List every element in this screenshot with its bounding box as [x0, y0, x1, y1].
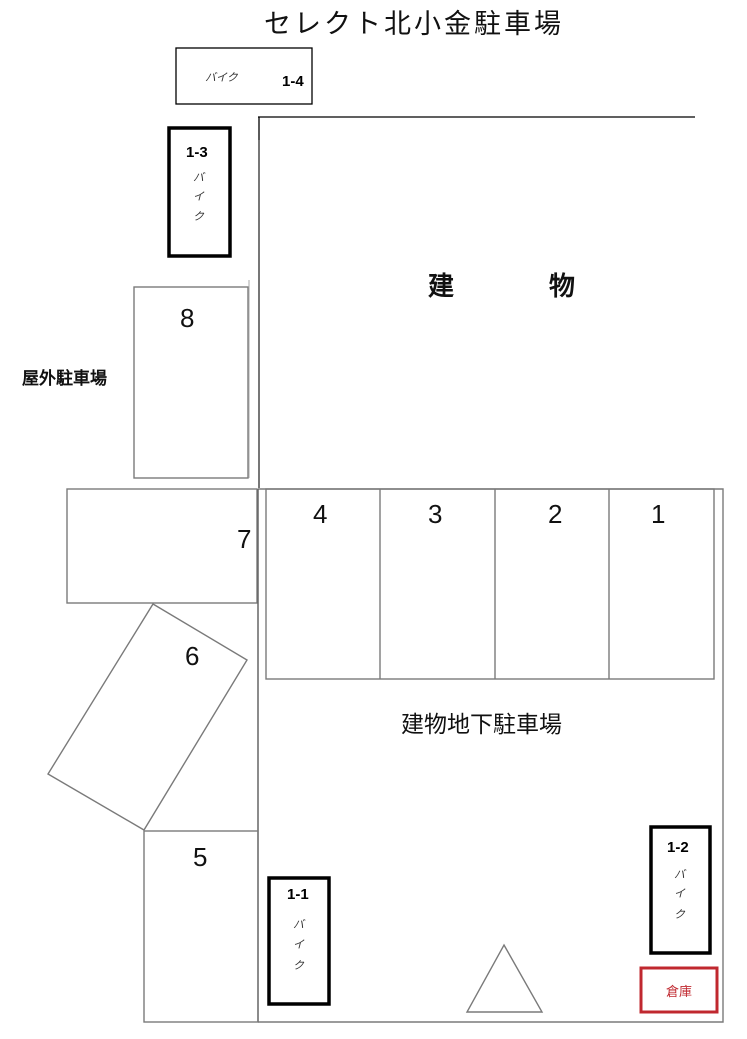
- outdoor-parking-label: 屋外駐車場: [22, 368, 107, 389]
- bike-space-1-1-code: 1-1: [287, 886, 309, 903]
- building-label-right: 物: [549, 272, 575, 302]
- bike-space-1-3-kana-2: イ: [193, 190, 205, 203]
- parking-space-4-label: 4: [313, 499, 327, 529]
- bike-space-1-2-kana-1: バ: [674, 868, 687, 881]
- bike-space-1-3[interactable]: 1-3 バ イ ク: [167, 126, 232, 258]
- parking-space-8[interactable]: 8: [133, 286, 249, 479]
- bike-space-1-3-kana-3: ク: [193, 210, 205, 223]
- parking-space-5[interactable]: 5: [143, 830, 259, 1023]
- parking-space-6-label: 6: [185, 641, 199, 671]
- entrance-triangle-icon: [465, 943, 544, 1013]
- bike-space-1-3-code: 1-3: [186, 144, 208, 161]
- storage-label: 倉庫: [666, 985, 692, 1000]
- bike-space-1-3-kana-1: バ: [193, 171, 206, 184]
- bike-space-1-4[interactable]: バイク 1-4: [175, 47, 313, 105]
- parking-space-8-label: 8: [180, 303, 194, 333]
- bike-space-1-2-code: 1-2: [667, 839, 689, 856]
- storage-room[interactable]: 倉庫: [639, 966, 719, 1014]
- bike-space-1-2-kana-2: イ: [674, 887, 686, 900]
- bike-space-1-4-code: 1-4: [282, 73, 304, 90]
- parking-space-6[interactable]: 6: [47, 603, 248, 831]
- parking-space-7-label: 7: [237, 524, 251, 554]
- page-title: セレクト北小金駐車場: [264, 9, 564, 40]
- parking-space-3-label: 3: [428, 499, 442, 529]
- bike-space-1-2-kana-3: ク: [674, 908, 686, 921]
- parking-row-underground: [265, 488, 715, 680]
- underground-parking-label: 建物地下駐車場: [401, 712, 562, 738]
- parking-space-7[interactable]: 7: [66, 488, 258, 604]
- bike-space-1-2[interactable]: 1-2 バ イ ク: [649, 825, 712, 955]
- building-label-left: 建: [428, 272, 454, 302]
- parking-space-2-label: 2: [548, 499, 562, 529]
- bike-space-1-1-kana-3: ク: [293, 959, 305, 972]
- building-outline: [258, 116, 695, 488]
- bike-space-1-4-kana: バイク: [205, 71, 239, 84]
- parking-space-1-label: 1: [651, 499, 665, 529]
- parking-space-5-label: 5: [193, 842, 207, 872]
- bike-space-1-1[interactable]: 1-1 バ イ ク: [267, 876, 331, 1006]
- bike-space-1-1-kana-1: バ: [293, 918, 306, 931]
- bike-space-1-1-kana-2: イ: [293, 938, 305, 951]
